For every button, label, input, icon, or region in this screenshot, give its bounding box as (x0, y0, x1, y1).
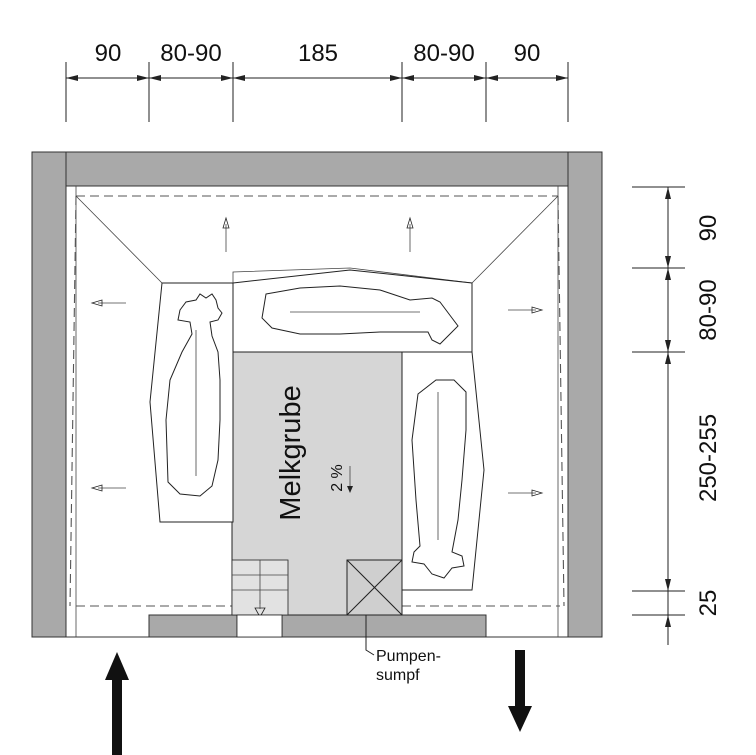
arrow-right-icon (508, 489, 544, 497)
sump-label-line2: sumpf (376, 667, 420, 684)
dim-right-2: 80-90 (695, 279, 722, 340)
building-walls (31, 151, 603, 638)
arrow-left-icon (90, 299, 126, 307)
arrow-up-icon (406, 216, 414, 252)
dim-top-4: 80-90 (413, 40, 474, 67)
slope-label: 2 % (329, 464, 346, 492)
top-dimension-chain: 90 80-90 185 80-90 90 (65, 40, 569, 122)
dim-top-3: 185 (298, 40, 338, 67)
sump-label-line1: Pumpen- (376, 648, 441, 665)
arrow-down-icon (508, 650, 532, 732)
platform-left (149, 282, 234, 523)
cow-outline-icon (411, 379, 467, 579)
dim-top-5: 90 (514, 40, 541, 67)
dim-top-2: 80-90 (160, 40, 221, 67)
dim-right-4: 25 (695, 590, 722, 617)
cow-outline-icon (261, 285, 459, 345)
cow-outline-icon (165, 293, 223, 497)
platform-top (232, 269, 473, 353)
dim-right-3: 250-255 (695, 414, 722, 502)
dim-top-1: 90 (95, 40, 122, 67)
arrow-up-icon (222, 216, 230, 252)
right-dimension-chain: 90 80-90 250-255 25 (632, 186, 722, 645)
milking-pit: Melkgrube 2 % (231, 351, 403, 638)
arrow-right-icon (508, 306, 544, 314)
pit-label: Melkgrube (275, 385, 307, 520)
drain-arrows (90, 216, 544, 497)
pump-sump-callout: Pumpen- sumpf (365, 615, 441, 684)
platform-right (401, 351, 485, 591)
arrow-up-icon (105, 652, 129, 755)
slope-arrow-icon (347, 466, 353, 493)
arrow-left-icon (90, 484, 126, 492)
dim-right-1: 90 (695, 215, 722, 242)
